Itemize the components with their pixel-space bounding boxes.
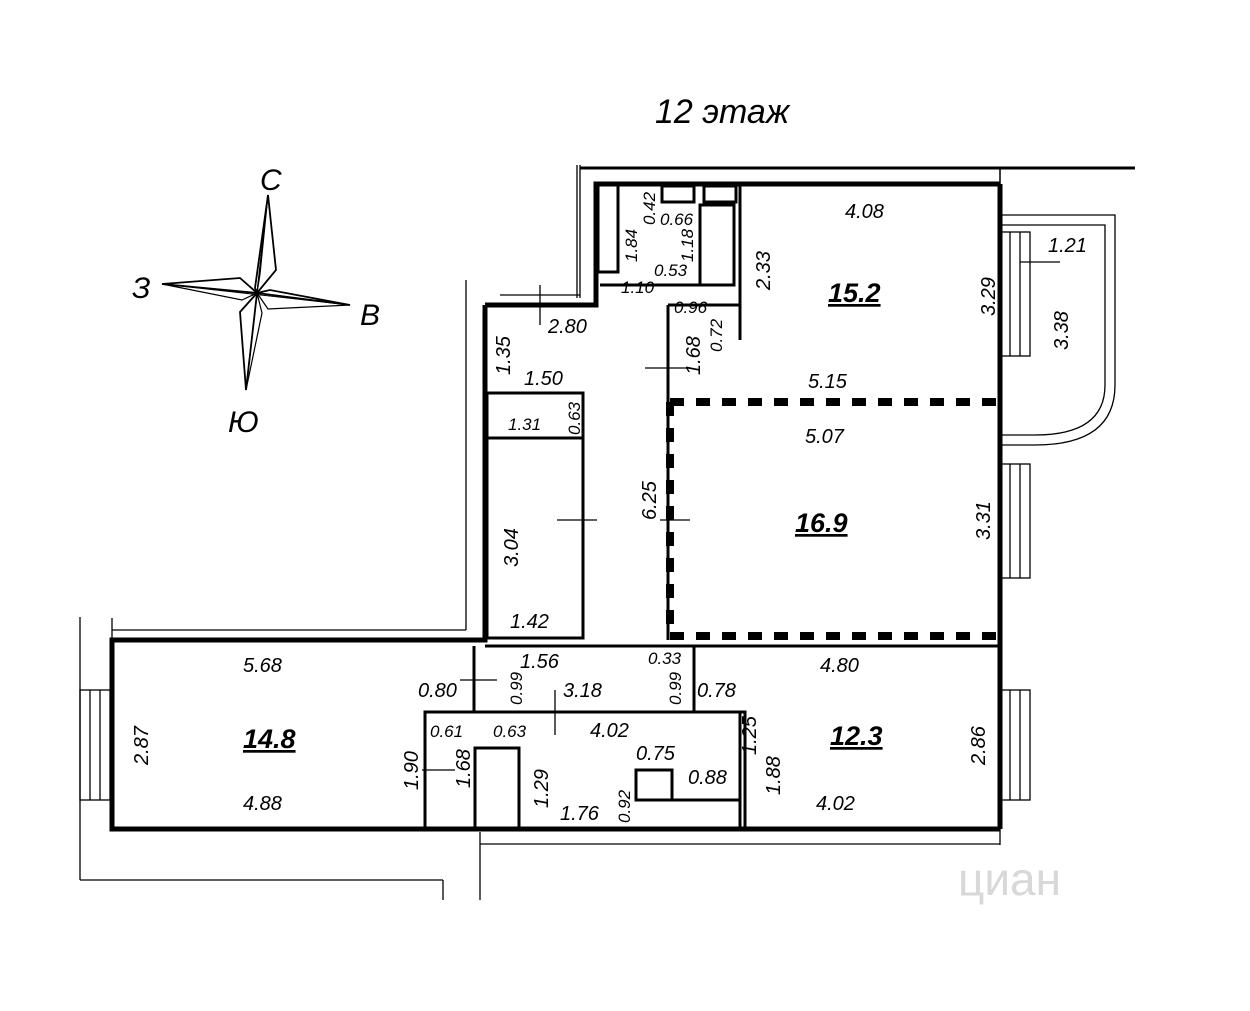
dim-2-86: 2.86 [968,725,990,766]
dim-0-99b: 0.99 [666,671,685,705]
watermark: циан [958,853,1061,905]
dim-0-88: 0.88 [688,767,727,789]
area-room-sw: 14.8 [243,724,296,754]
dim-0-53: 0.53 [654,261,688,280]
dim-0-33: 0.33 [648,649,682,668]
dim-1-42: 1.42 [510,611,549,633]
dimension-ticks [422,261,1060,771]
dim-0-96: 0.96 [674,298,708,317]
dim-1-88: 1.88 [763,756,785,795]
dim-5-15: 5.15 [808,371,848,393]
dim-2-80: 2.80 [547,316,587,338]
dim-3-04: 3.04 [501,528,523,567]
dim-1-84: 1.84 [622,229,641,262]
dim-4-02b: 4.02 [816,793,855,815]
dim-3-31: 3.31 [973,501,995,540]
dim-0-72: 0.72 [707,318,726,352]
area-bedroom-ne: 15.2 [828,278,881,308]
compass-east-label: В [360,299,380,332]
dim-1-18: 1.18 [678,228,697,262]
area-living-center: 16.9 [795,508,848,538]
dim-3-38: 3.38 [1051,311,1073,350]
dim-5-07: 5.07 [805,426,845,448]
dim-1-68b: 1.68 [453,749,475,788]
dim-0-63b: 0.63 [493,722,527,741]
dim-0-61: 0.61 [430,722,463,741]
dim-1-90: 1.90 [401,751,423,790]
dim-0-80: 0.80 [418,680,457,702]
dim-4-08: 4.08 [845,201,884,223]
dim-0-78: 0.78 [697,680,736,702]
dim-6-25: 6.25 [639,480,661,520]
dim-1-31: 1.31 [508,415,541,434]
dim-4-88: 4.88 [243,793,282,815]
balcony [1000,214,1116,446]
dim-1-50: 1.50 [524,368,563,390]
dim-2-87: 2.87 [131,725,153,766]
dim-1-21: 1.21 [1048,235,1087,257]
dim-0-75: 0.75 [636,743,676,765]
area-room-se: 12.3 [830,721,883,751]
dim-0-42: 0.42 [640,191,659,225]
compass-south-label: Ю [228,406,259,439]
floor-label: 12 этаж [655,93,791,131]
partition-hatching [666,398,1000,640]
dim-5-68: 5.68 [243,655,282,677]
dim-4-02a: 4.02 [590,720,629,742]
dim-0-99a: 0.99 [507,671,526,705]
dim-1-56: 1.56 [520,651,560,673]
compass-rose-icon [161,194,351,391]
dim-1-68a: 1.68 [683,336,705,375]
dim-3-29: 3.29 [978,277,1000,316]
compass-west-label: З [132,272,150,305]
dim-4-80: 4.80 [820,655,859,677]
dim-0-66: 0.66 [660,210,694,229]
dim-1-76: 1.76 [560,803,600,825]
dim-1-25: 1.25 [739,715,761,755]
dim-0-63a: 0.63 [565,401,584,435]
dim-1-35: 1.35 [493,335,515,375]
dim-3-18: 3.18 [563,680,602,702]
dim-1-29: 1.29 [531,769,553,808]
compass-north-label: С [260,164,282,197]
dim-0-92: 0.92 [615,789,634,823]
dim-1-10: 1.10 [621,278,655,297]
dim-2-33: 2.33 [753,251,775,291]
